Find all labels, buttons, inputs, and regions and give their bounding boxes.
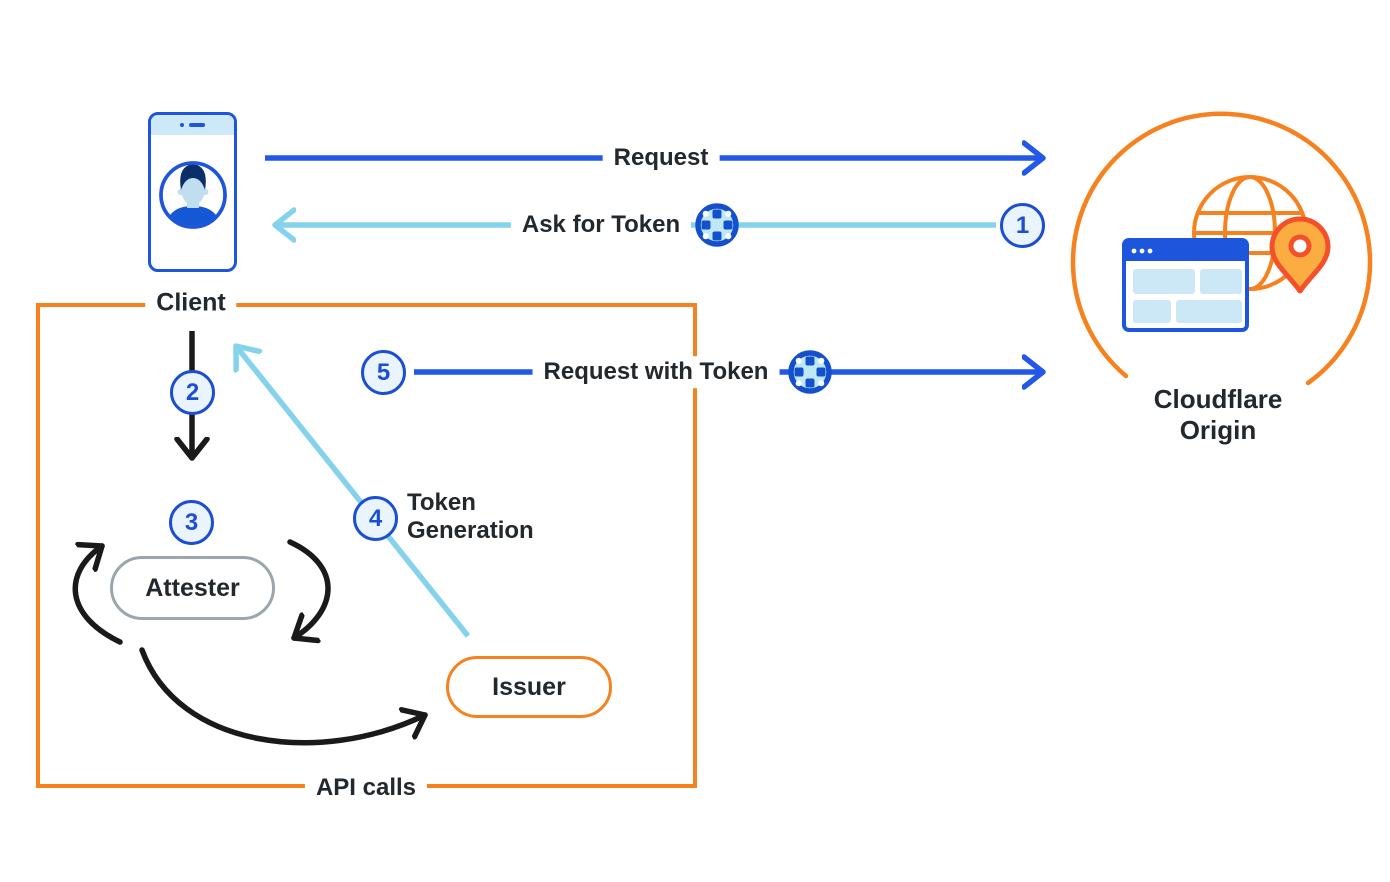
client-device-icon — [148, 112, 237, 272]
browser-window-icon — [1122, 238, 1249, 332]
issuer-node: Issuer — [446, 656, 612, 718]
token-generation-arrow — [236, 346, 471, 638]
attester-node: Attester — [110, 556, 275, 620]
user-avatar-icon — [158, 161, 227, 229]
cloudflare-origin-circle — [1070, 111, 1373, 386]
request-with-token-label: Request with Token — [532, 356, 780, 388]
attester-to-issuer-arrow — [139, 647, 428, 746]
phone-camera-dot — [180, 123, 184, 127]
cloudflare-origin-label: Cloudflare Origin — [1154, 384, 1283, 445]
token-icon — [695, 203, 739, 247]
cloudflare-origin-label-line2: Origin — [1179, 414, 1257, 445]
step-3-badge: 3 — [169, 500, 214, 545]
step-2-badge: 2 — [170, 370, 215, 415]
token-generation-label-line2: Generation — [407, 516, 534, 544]
client-label: Client — [145, 286, 237, 320]
api-calls-label: API calls — [304, 772, 428, 804]
phone-speaker-bar — [151, 115, 234, 135]
step-4-badge: 4 — [353, 496, 398, 541]
attester-label: Attester — [145, 573, 240, 602]
step-5-badge: 5 — [361, 350, 406, 395]
issuer-label: Issuer — [492, 672, 566, 701]
phone-speaker-dash — [189, 123, 205, 127]
request-label: Request — [602, 142, 720, 174]
ask-for-token-label: Ask for Token — [510, 209, 692, 241]
location-pin-icon — [1269, 216, 1331, 294]
step-1-badge: 1 — [1000, 203, 1045, 248]
attestation-loop-arrows — [72, 539, 331, 645]
token-generation-label-line1: Token — [407, 489, 476, 516]
cloudflare-origin-label-line1: Cloudflare — [1153, 384, 1283, 414]
token-icon — [788, 350, 832, 394]
token-generation-label: Token Generation — [407, 489, 534, 544]
